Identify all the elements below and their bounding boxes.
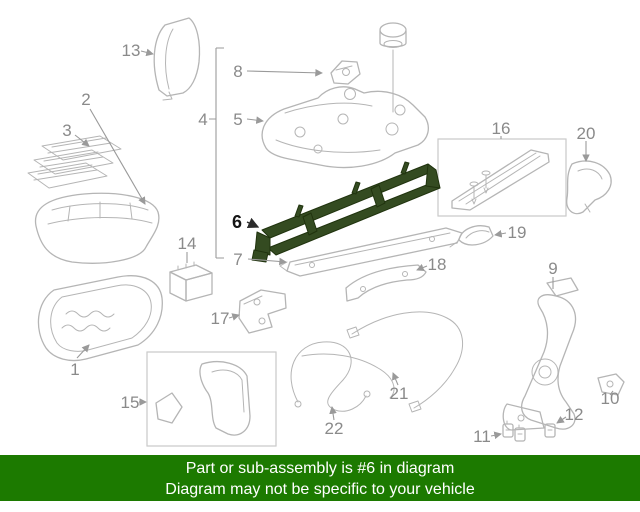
part-label-19: 19 [508, 223, 527, 242]
banner-line-2: Diagram may not be specific to your vehi… [165, 481, 475, 498]
part-label-6-highlighted: 6 [232, 212, 242, 232]
part-label-2: 2 [81, 90, 90, 109]
part-labels: 1 2 3 4 5 6 7 8 9 10 11 12 13 14 15 16 1… [62, 41, 619, 446]
part-label-3: 3 [62, 121, 71, 140]
part-label-10: 10 [601, 389, 620, 408]
part-label-5: 5 [233, 110, 242, 129]
part-label-15: 15 [121, 393, 140, 412]
part-label-20: 20 [577, 124, 596, 143]
part-label-7: 7 [233, 250, 242, 269]
part-label-12: 12 [565, 405, 584, 424]
part-11-clips [502, 420, 526, 442]
part-label-21: 21 [390, 384, 409, 403]
part-10-bracket [597, 373, 625, 396]
part-label-9: 9 [548, 259, 557, 278]
leader-lines [74, 47, 614, 440]
part-label-4: 4 [198, 110, 207, 129]
part-5-seat-frame [261, 86, 429, 169]
part-label-16: 16 [492, 119, 511, 138]
part-label-11: 11 [473, 427, 491, 446]
part-6-highlighted-rail [251, 161, 441, 263]
part-14-control-module [169, 261, 213, 302]
part-17-bracket [238, 289, 287, 334]
part-16-track-cover [451, 149, 550, 211]
part-21-cable [346, 311, 464, 413]
part-3-heater-panels [27, 135, 122, 189]
part-12-clip [544, 423, 556, 438]
part-20-bracket [566, 160, 612, 215]
part-label-22: 22 [325, 419, 344, 438]
part-label-8: 8 [233, 62, 242, 81]
banner-line-1: Part or sub-assembly is #6 in diagram [185, 460, 455, 477]
part-18-channel-bracket [345, 264, 427, 302]
part-label-1: 1 [70, 360, 79, 379]
part-19-clip [449, 225, 494, 248]
part-1-seatback-frame [37, 275, 163, 362]
part-label-17: 17 [211, 309, 230, 328]
part-16-group-box [437, 138, 567, 217]
part-15-shields [155, 361, 251, 436]
part-label-13: 13 [122, 41, 141, 60]
info-banner: Part or sub-assembly is #6 in diagram Di… [0, 455, 640, 501]
part-label-14: 14 [178, 234, 197, 253]
part-grommet-cap [379, 22, 407, 113]
part-22-release-cable [290, 341, 395, 412]
bracket-4 [209, 47, 224, 259]
part-13-side-shield [153, 17, 201, 101]
part-15-group-box [146, 351, 277, 447]
exploded-parts-diagram: 1 2 3 4 5 6 7 8 9 10 11 12 13 14 15 16 1… [27, 17, 625, 447]
part-8-bracket [330, 60, 361, 85]
part-2-seat-cushion [34, 192, 160, 264]
part-label-18: 18 [428, 255, 447, 274]
